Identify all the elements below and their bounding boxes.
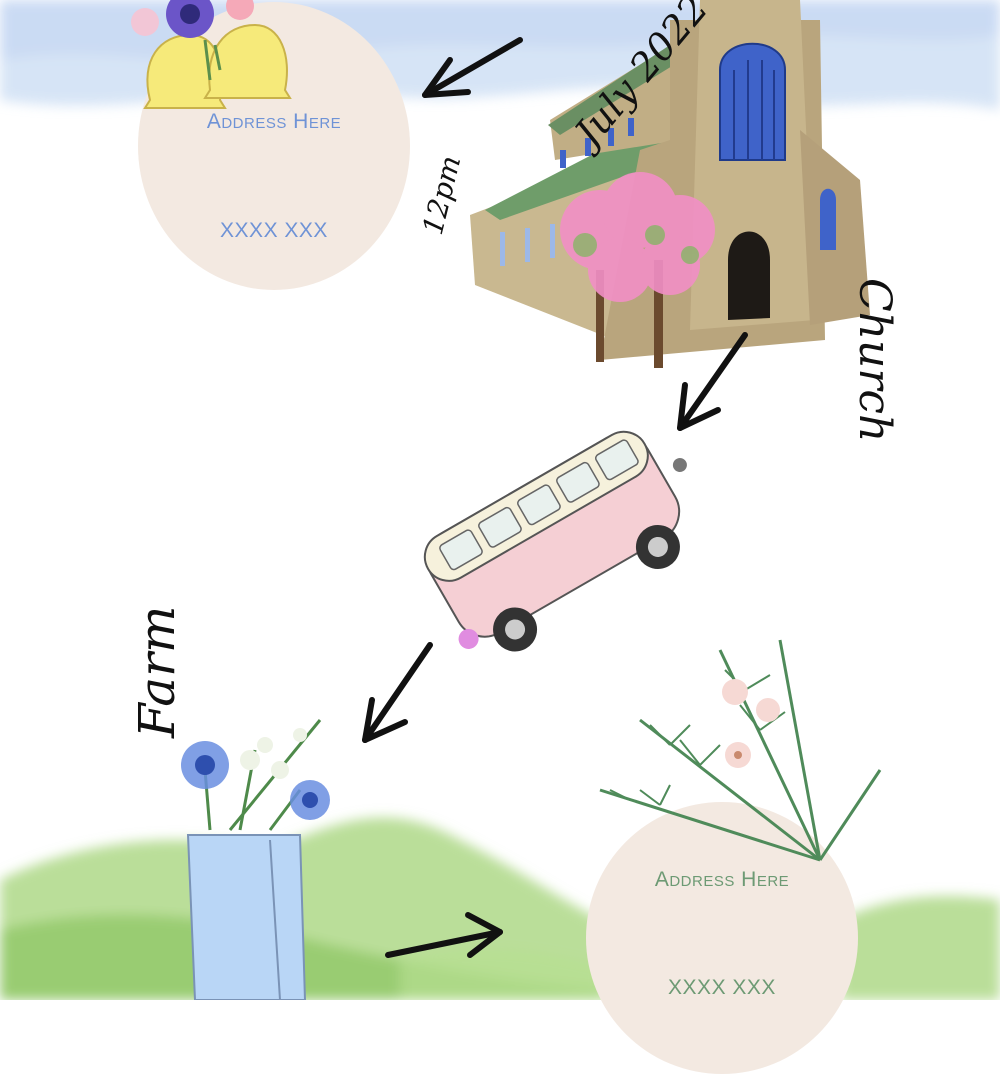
welly-boot-bouquet — [181, 719, 330, 1000]
arrow-icon — [362, 37, 748, 958]
venue-postcode-bottom: XXXX XXX — [668, 976, 776, 999]
church-label: Church — [849, 278, 900, 443]
venue-address-bottom: Address Here — [654, 868, 790, 891]
bells-icon — [131, 0, 292, 109]
church-illustration — [470, 0, 870, 368]
hills-wash — [0, 817, 1000, 1000]
farm-label: Farm — [128, 605, 186, 738]
fern-flowers — [722, 679, 780, 768]
venue-postcode-top: XXXX XXX — [220, 219, 328, 242]
campervan-illustration — [423, 430, 687, 652]
venue-address-top: Address Here — [206, 110, 342, 133]
venue-circle-top: Address Here XXXX XXX — [138, 2, 410, 290]
illustrations — [131, 0, 882, 1000]
